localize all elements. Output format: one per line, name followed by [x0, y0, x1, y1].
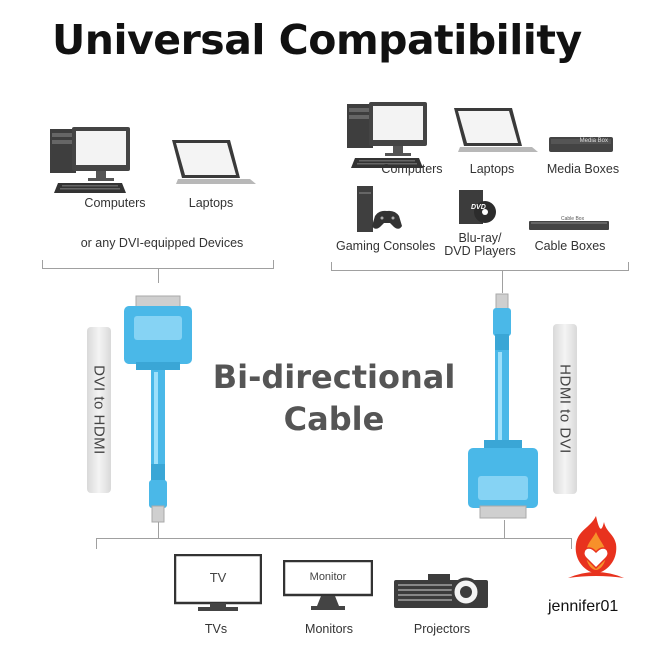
device-label: Monitors	[305, 622, 353, 636]
device-label-line2: DVD Players	[444, 244, 516, 258]
device-label-line1: Blu-ray/	[458, 231, 502, 245]
computer-icon	[347, 102, 427, 168]
connector-line	[502, 271, 503, 293]
side-label-left-text: DVI to HDMI	[90, 365, 108, 455]
laptop-icon	[454, 108, 538, 152]
gaming-console-icon	[357, 186, 402, 232]
monitor-icon: Monitor	[283, 560, 373, 612]
left-group-bracket	[42, 260, 274, 269]
side-label-right: HDMI to DVI	[553, 324, 577, 494]
cable-box-icon: Cable Box	[527, 216, 611, 232]
hdmi-to-dvi-cable	[468, 293, 538, 519]
connector-line	[504, 520, 505, 538]
device-label: Media Boxes	[546, 162, 620, 176]
device-label: Blu-ray/ DVD Players	[440, 232, 520, 258]
device-label: Laptops	[188, 196, 234, 210]
flame-heart-icon	[568, 516, 624, 578]
page-title: Universal Compatibility	[52, 16, 582, 64]
tv-screen-text: TV	[209, 570, 227, 585]
connector-line	[158, 522, 159, 538]
side-label-right-text: HDMI to DVI	[556, 364, 574, 454]
device-label: Computers	[381, 162, 443, 176]
right-group-bracket	[331, 262, 629, 271]
tv-icon: TV	[174, 554, 262, 612]
bottom-group-bracket	[96, 538, 572, 549]
device-label: Cable Boxes	[534, 239, 606, 253]
connector-line	[158, 269, 159, 283]
center-caption: Bi-directional Cable	[208, 356, 460, 440]
monitor-screen-text: Monitor	[309, 571, 347, 583]
laptop-icon	[172, 140, 256, 184]
device-label: Gaming Consoles	[336, 239, 436, 253]
center-caption-line2: Cable	[283, 400, 385, 438]
cable-box-text: Cable Box	[561, 216, 585, 222]
watermark-text: jennifer01	[548, 598, 619, 615]
device-label: Projectors	[413, 622, 471, 636]
dvd-logo-text: DVD	[471, 204, 486, 211]
bluray-player-icon: DVD	[459, 190, 503, 226]
computer-icon	[50, 127, 130, 193]
device-label: TVs	[204, 622, 228, 636]
device-label: Computers	[84, 196, 146, 210]
projector-icon	[394, 574, 488, 608]
center-caption-line1: Bi-directional	[212, 358, 456, 396]
left-group-caption: or any DVI-equipped Devices	[80, 236, 244, 250]
dvi-to-hdmi-cable	[124, 295, 192, 523]
side-label-left: DVI to HDMI	[87, 327, 111, 493]
media-box-text: Media Box	[579, 138, 608, 144]
device-label: Laptops	[469, 162, 515, 176]
media-box-icon: Media Box	[549, 136, 613, 154]
